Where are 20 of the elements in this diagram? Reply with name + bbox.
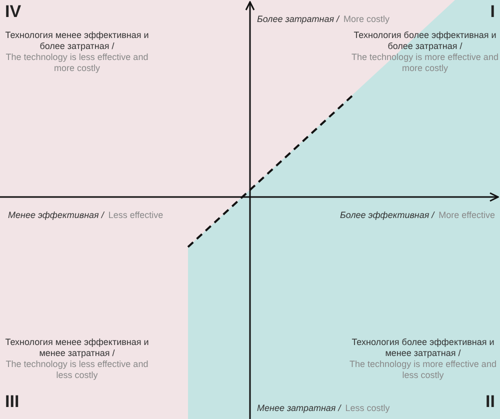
quadrant-description: Технология более эффективная и менее затратная / bbox=[350, 337, 496, 359]
quadrant-description-translation: The technology is less effective and more costly bbox=[4, 52, 150, 74]
quadrant-number: III bbox=[5, 392, 20, 412]
axis-label: Менее затратная / bbox=[257, 403, 341, 413]
axis-label: Более затратная / bbox=[257, 14, 340, 24]
axis-label-translation: More effective bbox=[438, 210, 495, 220]
quadrant-number: IV bbox=[5, 2, 22, 22]
axis-label-translation: Less effective bbox=[108, 210, 164, 220]
axis-label: Менее эффективная / bbox=[8, 210, 104, 220]
quadrant-number: I bbox=[489, 2, 495, 22]
axis-label-translation: Less costly bbox=[345, 403, 390, 413]
axis-label-translation: More costly bbox=[343, 14, 390, 24]
quadrant-number: II bbox=[484, 392, 495, 412]
quadrant-description-translation: The technology is more effective and more costly bbox=[350, 52, 500, 74]
axis-label: Более эффективная / bbox=[340, 210, 434, 220]
quadrant-description: Технология менее эффективная и менее затратная / bbox=[4, 337, 150, 359]
quadrant-description: Технология более эффективная и более затратная / bbox=[352, 30, 498, 52]
quadrant-description-translation: The technology is more effective and less costly bbox=[348, 359, 498, 381]
quadrant-description-translation: The technology is less effective and less costly bbox=[4, 359, 150, 381]
quadrant-description: Технология менее эффективная и более затратная / bbox=[4, 30, 150, 52]
